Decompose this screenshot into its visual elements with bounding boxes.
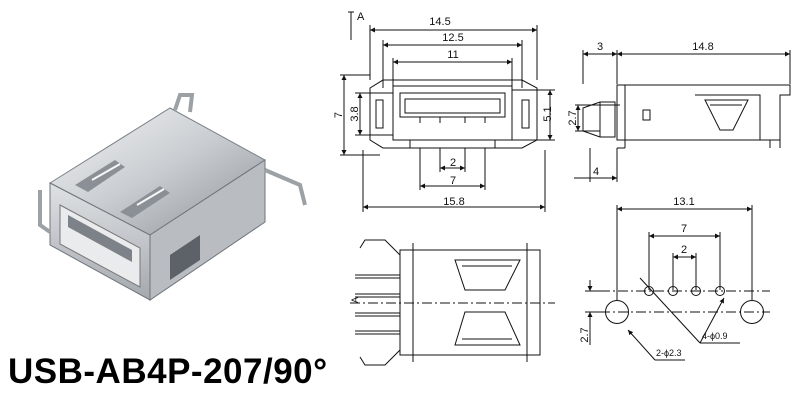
dim-15-8: 15.8 [443, 196, 464, 208]
bottom-view [350, 239, 555, 366]
hole-large-label: 2-ϕ2.3 [656, 348, 682, 358]
dim-14-8: 14.8 [692, 41, 713, 53]
dim-2-pitch: 2 [450, 157, 456, 169]
dim-3-8: 3.8 [349, 106, 361, 121]
dim-7-height: 7 [333, 112, 345, 118]
datum-a-bottom: A [350, 297, 360, 303]
dim-4: 4 [593, 166, 599, 178]
pcb-footprint-labels: 13.1 7 2 2.7 2-ϕ2.3 4-ϕ0.9 [579, 196, 728, 358]
side-view [574, 50, 791, 182]
dim-2-7-side: 2.7 [567, 110, 579, 125]
dim-7-pcb: 7 [681, 223, 687, 235]
dim-12-5: 12.5 [442, 32, 463, 44]
dim-2-pcb: 2 [681, 244, 687, 256]
dim-13-1: 13.1 [673, 196, 694, 208]
pcb-footprint [585, 205, 770, 361]
dim-7-pitch: 7 [450, 175, 456, 187]
dim-2-7-pcb: 2.7 [579, 327, 591, 342]
dim-14-5: 14.5 [429, 16, 450, 28]
part-number-title: USB-AB4P-207/90° [8, 352, 328, 391]
dim-3: 3 [597, 41, 603, 53]
dim-5-1: 5.1 [542, 106, 554, 121]
side-view-labels: 3 14.8 2.7 4 [567, 41, 714, 178]
hole-small-label: 4-ϕ0.9 [702, 331, 728, 341]
front-view: A [340, 11, 555, 212]
connector-photo [38, 93, 307, 301]
front-view-labels: 14.5 12.5 11 7 3.8 5.1 2 7 15.8 [333, 16, 554, 208]
datum-a-label: A [357, 11, 365, 23]
bottom-view-labels: A [350, 297, 360, 303]
dim-11: 11 [447, 49, 458, 61]
